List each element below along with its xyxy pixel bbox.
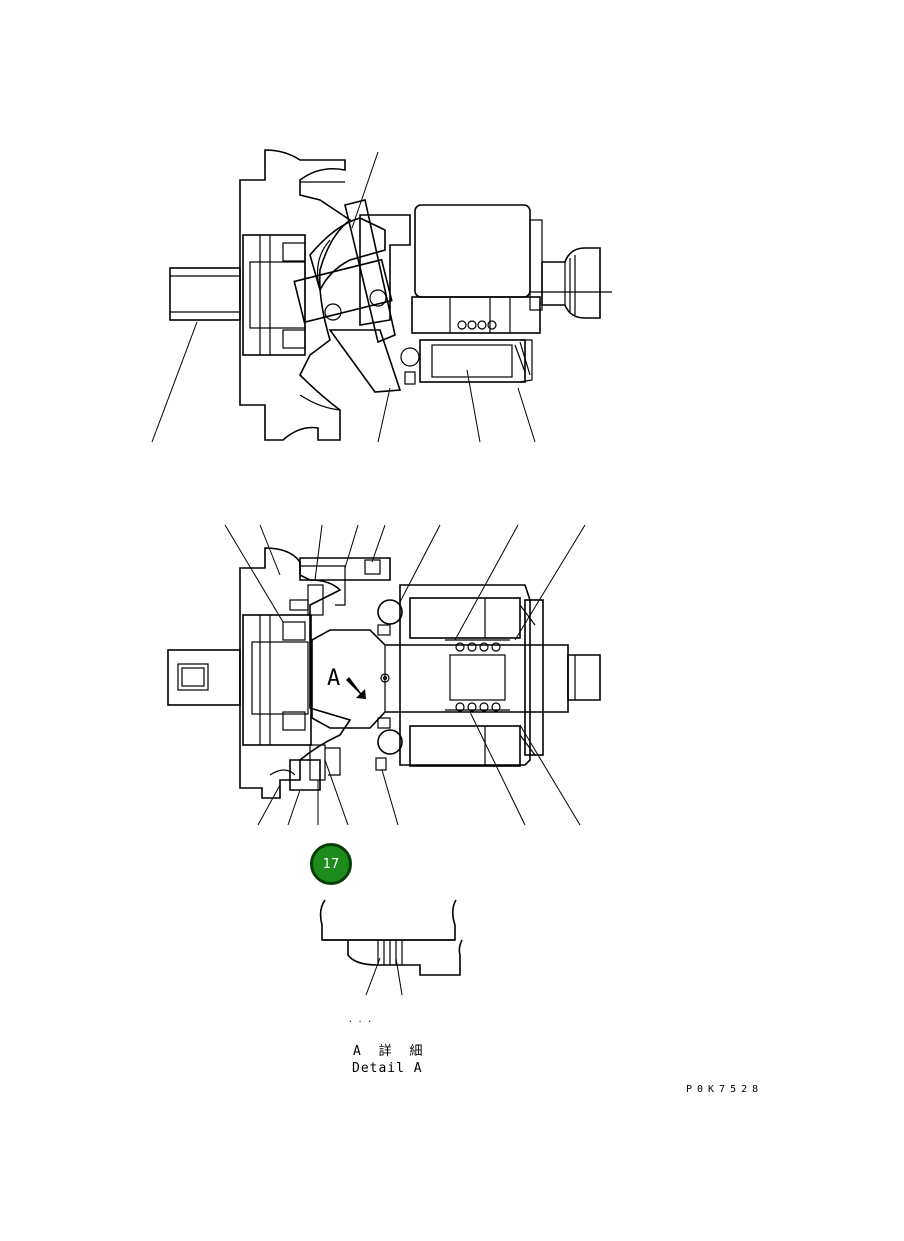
detail-caption-jp: A 詳 細: [353, 1043, 427, 1059]
detail-a-view: · · · A 詳 細 Detail A: [319, 899, 463, 1076]
detail-arrow-icon: [346, 677, 366, 699]
detail-caption-en: Detail A: [352, 1061, 423, 1076]
detail-marker-letter: A: [327, 666, 340, 691]
drawing-code: P0K7528: [686, 1084, 763, 1095]
svg-text:· · ·: · · ·: [348, 1017, 372, 1026]
part-hotspot-button[interactable]: 17: [310, 843, 352, 885]
upper-assembly-view: [151, 149, 612, 443]
lower-assembly-view: A: [167, 524, 601, 826]
hotspot-label: 17: [322, 856, 340, 872]
